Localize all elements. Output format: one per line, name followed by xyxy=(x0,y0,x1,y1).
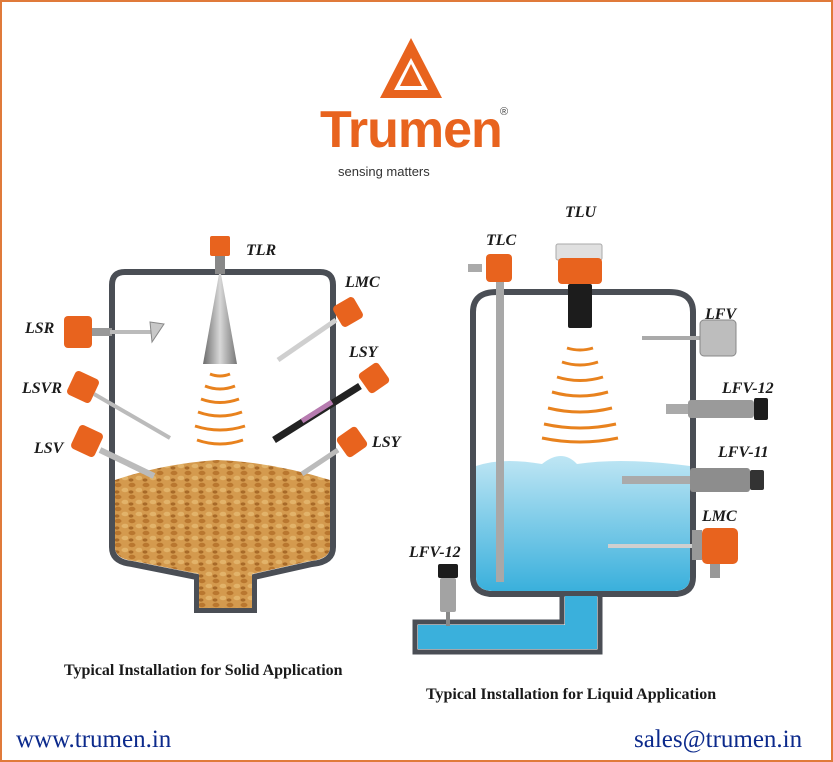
solid-caption: Typical Installation for Solid Applicati… xyxy=(64,662,343,679)
level-switch-sensor-icon xyxy=(300,426,368,477)
inline-fork-sensor-icon xyxy=(622,468,764,492)
capacitance-switch-icon xyxy=(608,528,738,578)
label-tlc: TLC xyxy=(486,232,517,249)
brand-name: Trumen xyxy=(320,101,503,159)
flow-vibration-sensor-icon xyxy=(642,319,737,357)
ultrasonic-wave-icon xyxy=(541,346,619,444)
label-tlr: TLR xyxy=(246,242,277,259)
rod-sensor-icon xyxy=(272,362,390,443)
label-lmc-solid: LMC xyxy=(345,274,380,291)
paddle-sensor-icon xyxy=(64,316,165,348)
solid-vessel xyxy=(109,269,336,613)
liquid-material xyxy=(476,456,690,591)
trumen-logo-icon xyxy=(380,38,442,98)
compact-fork-sensor-icon xyxy=(666,398,768,420)
capacitance-sensor-icon xyxy=(276,297,363,363)
brand-tagline: sensing matters xyxy=(338,164,430,179)
label-lsv: LSV xyxy=(34,440,64,457)
label-lsr: LSR xyxy=(25,320,55,337)
ultrasonic-sensor-icon xyxy=(555,243,603,328)
capacitance-probe-icon xyxy=(468,254,512,582)
tuning-fork-sensor-icon xyxy=(71,425,156,479)
pipe-fork-sensor-icon xyxy=(438,564,458,626)
label-lsvr: LSVR xyxy=(22,380,63,397)
label-lmc-liquid: LMC xyxy=(702,508,737,525)
label-lfv: LFV xyxy=(705,306,737,323)
label-lsy-1: LSY xyxy=(349,344,378,361)
radar-sensor-icon xyxy=(203,236,237,364)
label-lsy-2: LSY xyxy=(372,434,401,451)
liquid-caption: Typical Installation for Liquid Applicat… xyxy=(426,686,717,703)
email-link[interactable]: sales@trumen.in xyxy=(634,726,803,753)
label-tlu: TLU xyxy=(565,204,597,221)
label-lfv-12-pipe: LFV-12 xyxy=(409,544,461,561)
solid-material xyxy=(115,460,330,608)
registered-mark: ® xyxy=(500,106,509,118)
website-link[interactable]: www.trumen.in xyxy=(16,726,172,753)
radar-wave-icon xyxy=(194,372,246,446)
liquid-vessel xyxy=(412,289,696,655)
vibrating-rod-sensor-icon xyxy=(67,371,172,440)
label-lfv-12: LFV-12 xyxy=(722,380,774,397)
label-lfv-11: LFV-11 xyxy=(718,444,769,461)
